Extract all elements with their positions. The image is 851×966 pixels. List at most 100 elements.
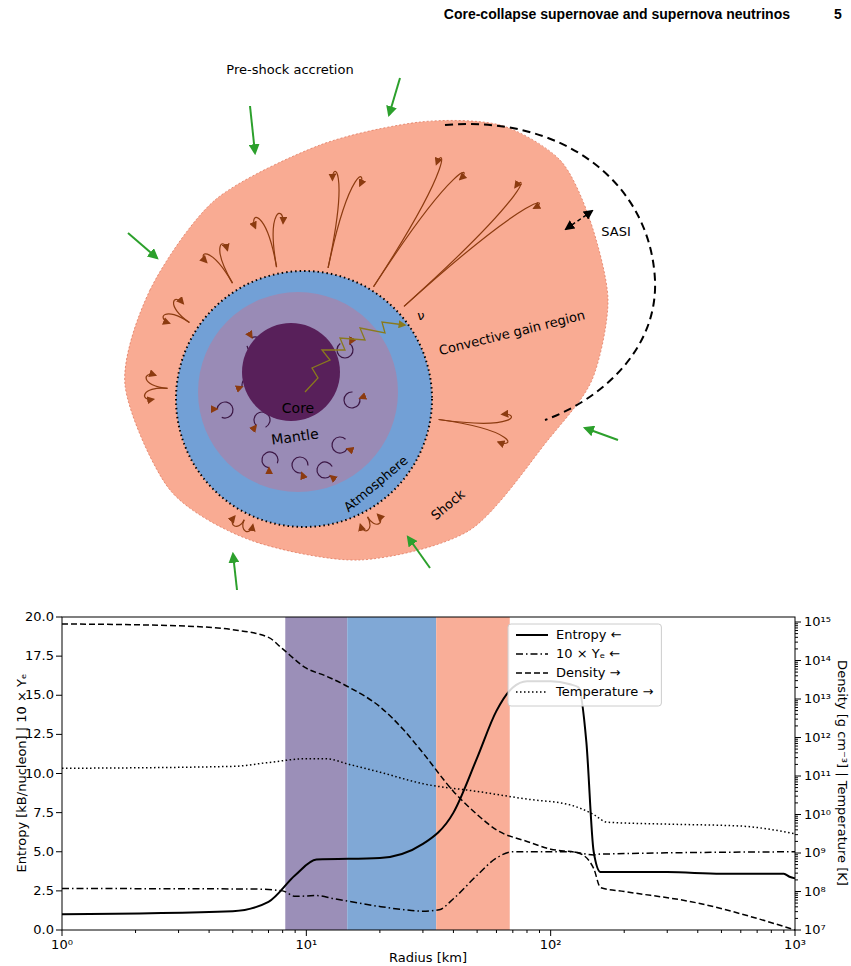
y-tick xyxy=(56,734,62,735)
layer-band xyxy=(285,617,347,930)
legend-entry: Entropy ← xyxy=(556,627,622,643)
profile-curve xyxy=(62,852,795,911)
y2-tick xyxy=(795,648,798,649)
convection-flow xyxy=(439,414,512,423)
mantle-convection xyxy=(216,401,234,419)
x-tick xyxy=(721,930,722,933)
tick-label: 10² xyxy=(540,937,562,953)
y2-tick xyxy=(795,625,798,626)
layer-band xyxy=(347,617,436,930)
y2-tick xyxy=(795,680,798,681)
convection-flow xyxy=(374,172,465,286)
atmosphere-disc xyxy=(176,271,432,527)
axis-title: Radius [km] xyxy=(389,950,467,966)
mantle-convection xyxy=(314,459,336,481)
y2-tick xyxy=(795,816,798,817)
y2-tick xyxy=(795,814,801,815)
y2-tick xyxy=(795,741,798,742)
convection-flow xyxy=(243,520,253,532)
y2-tick xyxy=(795,897,798,898)
mantle-convection xyxy=(289,454,311,476)
legend-entry: Density → xyxy=(556,665,620,681)
convection-flow xyxy=(404,182,521,306)
y2-tick xyxy=(795,642,798,643)
y2-tick xyxy=(795,710,798,711)
x-tick xyxy=(667,930,668,933)
x-tick xyxy=(295,930,296,933)
tick-label: 10¹⁵ xyxy=(804,614,831,630)
accretion-arrow xyxy=(585,428,618,440)
y-tick xyxy=(56,617,62,618)
tick-label: 10¹ xyxy=(295,937,317,953)
y2-tick xyxy=(795,687,798,688)
y2-tick xyxy=(795,826,798,827)
accretion-arrow xyxy=(250,106,255,153)
tick-label: 10¹¹ xyxy=(804,768,831,784)
region-label: Core xyxy=(282,400,314,417)
y2-tick xyxy=(795,900,798,901)
running-header: Core-collapse supernovae and supernova n… xyxy=(444,6,790,23)
tick-label: 10¹⁰ xyxy=(804,807,831,823)
y2-tick xyxy=(795,853,801,854)
neutrino-path xyxy=(305,322,405,392)
y2-tick xyxy=(795,796,798,797)
x-tick xyxy=(550,930,551,936)
y2-tick xyxy=(795,893,798,894)
y2-tick xyxy=(795,864,798,865)
atmosphere-layer: AtmosphereMantleCore xyxy=(176,271,432,527)
x-tick xyxy=(624,930,625,933)
tick-label: 10¹² xyxy=(804,730,831,746)
accretion-arrow xyxy=(408,537,430,568)
y-tick xyxy=(56,851,62,852)
tick-label: 10⁰ xyxy=(51,937,73,953)
y2-tick xyxy=(795,930,801,931)
mantle-convection xyxy=(261,451,279,469)
figure-label: SASI xyxy=(601,224,630,240)
x-tick xyxy=(232,930,233,933)
y2-tick xyxy=(795,918,798,919)
tick-label: 12.5 xyxy=(25,727,54,743)
x-tick xyxy=(477,930,478,933)
x-tick xyxy=(282,930,283,933)
legend-sample xyxy=(516,672,548,674)
y2-tick xyxy=(795,891,801,892)
y2-tick xyxy=(795,903,798,904)
y2-tick xyxy=(795,739,798,740)
tick-label: 5.0 xyxy=(33,844,54,860)
y2-tick xyxy=(795,858,798,859)
y-tick xyxy=(56,773,62,774)
y2-tick xyxy=(795,757,798,758)
mantle-convection xyxy=(331,436,349,454)
y2-tick xyxy=(795,700,798,701)
convection-flow xyxy=(368,515,381,525)
x-tick xyxy=(62,930,63,936)
y2-tick xyxy=(795,702,798,703)
y2-tick xyxy=(795,856,798,857)
sasi-arrow xyxy=(566,211,592,229)
y2-tick xyxy=(795,725,798,726)
x-tick xyxy=(539,930,540,933)
profile-curve xyxy=(62,681,795,914)
x-tick xyxy=(771,930,772,933)
x-tick xyxy=(496,930,497,933)
y2-tick xyxy=(795,743,798,744)
y-tick xyxy=(56,656,62,657)
y2-tick xyxy=(795,868,798,869)
y2-tick xyxy=(795,834,798,835)
y2-tick xyxy=(795,802,798,803)
tick-label: 10⁹ xyxy=(804,845,826,861)
y-tick xyxy=(56,890,62,891)
tick-label: 10¹⁴ xyxy=(804,653,831,669)
y2-tick xyxy=(795,895,798,896)
mantle-layer: MantleCore xyxy=(198,292,398,492)
y2-tick xyxy=(795,622,801,623)
y2-tick xyxy=(795,776,801,777)
tick-label: 0.0 xyxy=(33,922,54,938)
y2-tick xyxy=(795,707,798,708)
shock-front xyxy=(125,120,608,560)
x-tick xyxy=(453,930,454,933)
x-tick xyxy=(795,930,796,936)
y-tick xyxy=(56,695,62,696)
y2-tick xyxy=(795,704,798,705)
